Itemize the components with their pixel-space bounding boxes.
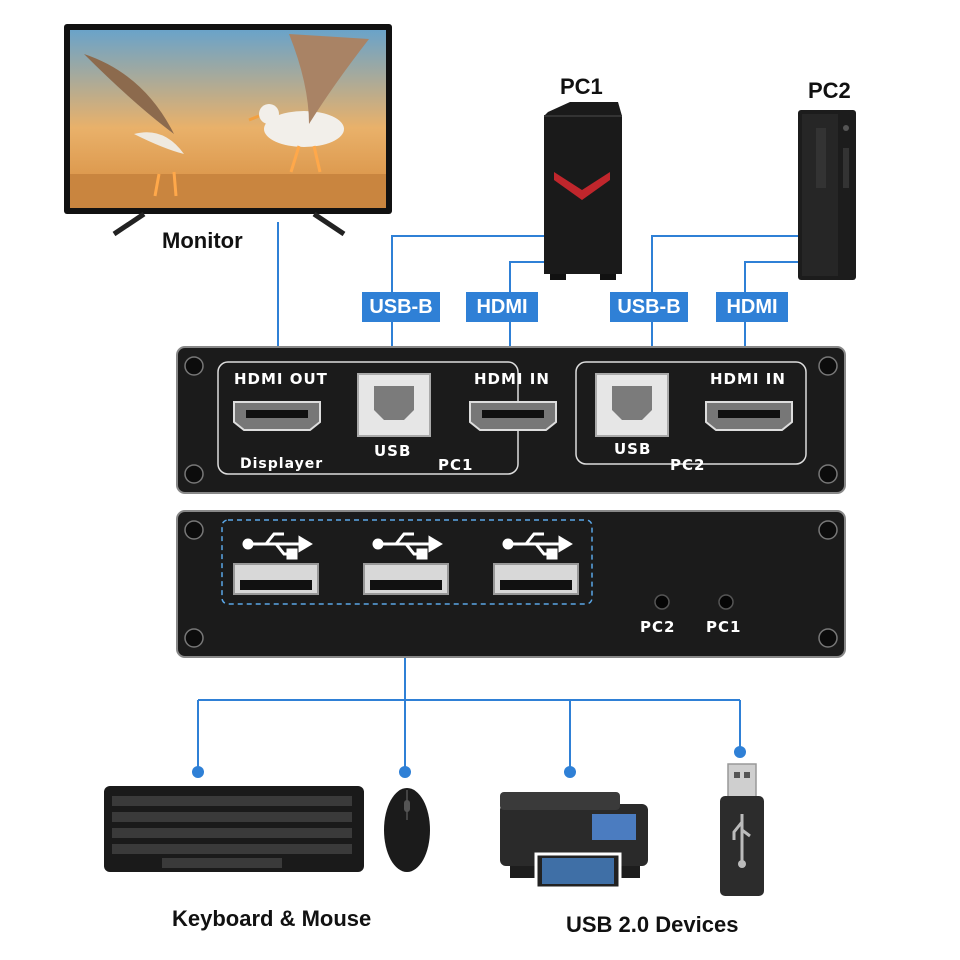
pc2-group-label: PC2 [670, 456, 706, 474]
pc2-usb-label: USB [614, 440, 652, 458]
kvm-back-panel: HDMI OUT Displayer USB HDMI IN PC1 USB H… [176, 346, 846, 494]
pc1-tower-image [544, 102, 622, 280]
hdmi-out-label: HDMI OUT [234, 370, 328, 388]
pc1-group-label: PC1 [438, 456, 474, 474]
pc2-button-label: PC2 [640, 618, 676, 636]
monitor-label: Monitor [162, 228, 243, 253]
pc2-hdmi-tag: HDMI [716, 292, 788, 322]
pc1-switch-button [718, 594, 734, 610]
pc1-usb-b-tag: USB-B [362, 292, 440, 322]
pc2-tower-image [798, 110, 856, 280]
pc1-usb-label: USB [374, 442, 412, 460]
pc2-switch-button [654, 594, 670, 610]
printer-image [500, 792, 648, 890]
pc1-hdmi-in-label: HDMI IN [474, 370, 550, 388]
keyboard-mouse-label: Keyboard & Mouse [172, 906, 372, 931]
pc1-label: PC1 [560, 74, 603, 99]
usb-stick-image [720, 763, 764, 896]
pc2-usb-b-tag: USB-B [610, 292, 688, 322]
keyboard-image [104, 786, 364, 872]
displayer-label: Displayer [240, 456, 324, 472]
kvm-front-panel: PC2 PC1 [176, 510, 846, 658]
pc2-label: PC2 [808, 78, 851, 103]
mouse-image [384, 788, 430, 872]
monitor-image [64, 24, 392, 237]
pc1-hdmi-tag: HDMI [466, 292, 538, 322]
pc2-hdmi-in-label: HDMI IN [710, 370, 786, 388]
usb-devices-label: USB 2.0 Devices [566, 912, 739, 937]
pc1-button-label: PC1 [706, 618, 742, 636]
